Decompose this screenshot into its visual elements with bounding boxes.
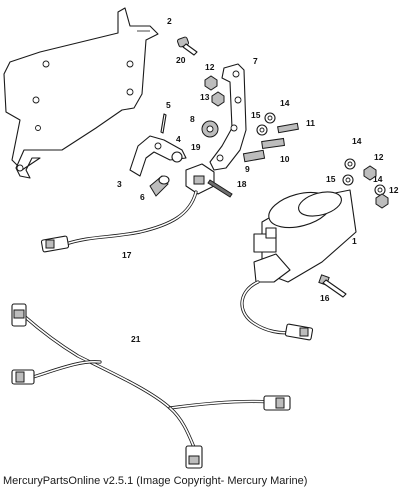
footer-caption: MercuryPartsOnline v2.5.1 (Image Copyrig…: [3, 475, 308, 487]
switch-19: [185, 163, 215, 195]
sleeve-6: [149, 175, 170, 197]
harness-17: [40, 190, 198, 253]
nut-12-lower: [375, 193, 389, 209]
callout-18: 18: [237, 179, 247, 189]
callout-5: 5: [166, 100, 171, 110]
callout-7: 7: [253, 56, 258, 66]
callout-14-upper: 14: [280, 98, 290, 108]
washer-14-mid-b: [374, 184, 386, 196]
cap-4: [171, 151, 183, 163]
solenoid-lead: [240, 280, 314, 341]
stud-11: [277, 122, 299, 134]
callout-12-mid: 12: [374, 152, 384, 162]
bolt-16: [318, 274, 347, 298]
nut-12-mid: [363, 165, 377, 181]
callout-14-lower: 14: [373, 174, 383, 184]
bolt-9: [242, 149, 266, 163]
washer-15-upper: [256, 124, 268, 136]
bolt-20: [176, 36, 198, 56]
bracket-arm-7: [209, 63, 247, 171]
callout-2: 2: [167, 16, 172, 26]
callout-15-mid: 15: [326, 174, 336, 184]
bushing-8: [201, 120, 219, 138]
mounting-bracket-plate: [3, 7, 159, 179]
callout-9: 9: [245, 164, 250, 174]
callout-11: 11: [306, 118, 315, 128]
screw-18: [207, 179, 233, 198]
callout-14-mid: 14: [352, 136, 362, 146]
lever-3: [129, 135, 187, 177]
stud-10: [261, 137, 286, 150]
callout-13: 13: [200, 92, 210, 102]
solenoid-1: [253, 189, 357, 283]
callout-15-upper: 15: [251, 110, 261, 120]
callout-19: 19: [191, 142, 201, 152]
callout-12-lower: 12: [389, 185, 399, 195]
washer-15-mid: [342, 174, 354, 186]
callout-16: 16: [320, 293, 330, 303]
callout-4: 4: [176, 134, 181, 144]
callout-12-upper: 12: [205, 62, 215, 72]
callout-labels: 1 2 3 4 5 6 7 8 9 10 11 12 12 12 13 14 1…: [117, 16, 399, 344]
callout-20: 20: [176, 55, 186, 65]
callout-8: 8: [190, 114, 195, 124]
callout-1: 1: [352, 236, 357, 246]
nut-12-upper: [204, 75, 218, 91]
callout-21: 21: [131, 334, 141, 344]
callout-3: 3: [117, 179, 122, 189]
callout-10: 10: [280, 154, 290, 164]
pin-5: [160, 113, 167, 134]
callout-17: 17: [122, 250, 132, 260]
washer-14-upper: [264, 112, 276, 124]
washer-14-mid-a: [344, 158, 356, 170]
callout-6: 6: [140, 192, 145, 202]
nut-13: [211, 91, 225, 107]
wire-harness-21: [11, 303, 291, 469]
